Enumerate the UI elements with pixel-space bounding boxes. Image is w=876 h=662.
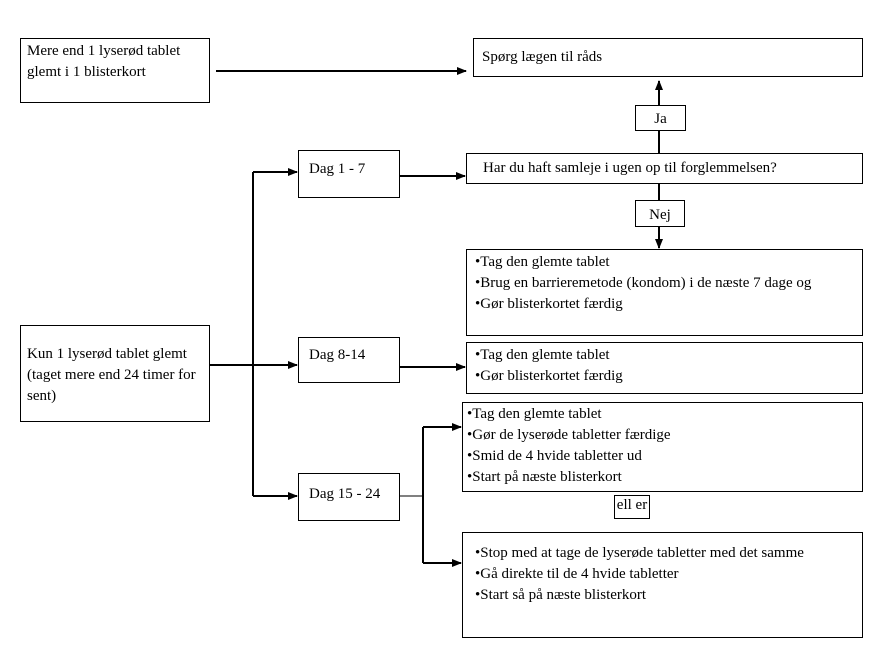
box-advice-15-24-a: Tag den glemte tablet Gør de lyserøde ta… xyxy=(462,402,863,492)
advice-8-14-item: Gør blisterkortet færdig xyxy=(475,366,858,387)
box-day-15-24-text: Dag 15 - 24 xyxy=(309,486,381,502)
box-day-8-14-text: Dag 8-14 xyxy=(309,347,366,363)
box-question-text: Har du haft samleje i ugen op til forgle… xyxy=(483,160,777,176)
advice-no-item: Tag den glemte tablet xyxy=(475,252,858,273)
box-day-1-7: Dag 1 - 7 xyxy=(298,150,400,198)
box-advice-no: Tag den glemte tablet Brug en barriereme… xyxy=(466,249,863,336)
advice-no-list: Tag den glemte tablet Brug en barriereme… xyxy=(475,252,858,315)
box-day-15-24: Dag 15 - 24 xyxy=(298,473,400,521)
advice-15-24-b-item: Gå direkte til de 4 hvide tabletter xyxy=(475,564,846,585)
advice-15-24-a-item: Tag den glemte tablet xyxy=(467,404,858,425)
box-day-1-7-text: Dag 1 - 7 xyxy=(309,161,366,177)
advice-15-24-b-item: Stop med at tage de lyserøde tabletter m… xyxy=(475,543,846,564)
box-question: Har du haft samleje i ugen op til forgle… xyxy=(466,153,863,184)
advice-8-14-item: Tag den glemte tablet xyxy=(475,345,858,366)
advice-15-24-a-list: Tag den glemte tablet Gør de lyserøde ta… xyxy=(467,404,858,488)
advice-15-24-b-item: Start så på næste blisterkort xyxy=(475,585,846,606)
box-forgot-multiple: Mere end 1 lyserød tablet glemt i 1 blis… xyxy=(20,38,210,103)
advice-no-item: Brug en barrieremetode (kondom) i de næs… xyxy=(475,273,858,294)
box-ask-doctor-text: Spørg lægen til råds xyxy=(482,49,603,65)
label-no: Nej xyxy=(635,200,685,227)
box-advice-15-24-b: Stop med at tage de lyserøde tabletter m… xyxy=(462,532,863,638)
advice-no-item: Gør blisterkortet færdig xyxy=(475,294,858,315)
box-forgot-one-text: Kun 1 lyserød tablet glemt (taget mere e… xyxy=(27,346,196,404)
box-day-8-14: Dag 8-14 xyxy=(298,337,400,383)
box-forgot-multiple-text: Mere end 1 lyserød tablet glemt i 1 blis… xyxy=(27,43,181,80)
advice-15-24-a-item: Start på næste blisterkort xyxy=(467,467,858,488)
label-or-text: ell er xyxy=(616,497,648,513)
advice-15-24-a-item: Smid de 4 hvide tabletter ud xyxy=(467,446,858,467)
advice-8-14-list: Tag den glemte tablet Gør blisterkortet … xyxy=(475,345,858,387)
advice-15-24-b-list: Stop med at tage de lyserøde tabletter m… xyxy=(475,543,846,606)
box-advice-8-14: Tag den glemte tablet Gør blisterkortet … xyxy=(466,342,863,394)
label-yes-text: Ja xyxy=(654,111,667,127)
label-or: ell er xyxy=(614,495,650,519)
box-ask-doctor: Spørg lægen til råds xyxy=(473,38,863,77)
advice-15-24-a-item: Gør de lyserøde tabletter færdige xyxy=(467,425,858,446)
label-yes: Ja xyxy=(635,105,686,131)
box-forgot-one: Kun 1 lyserød tablet glemt (taget mere e… xyxy=(20,325,210,422)
label-no-text: Nej xyxy=(649,207,671,223)
